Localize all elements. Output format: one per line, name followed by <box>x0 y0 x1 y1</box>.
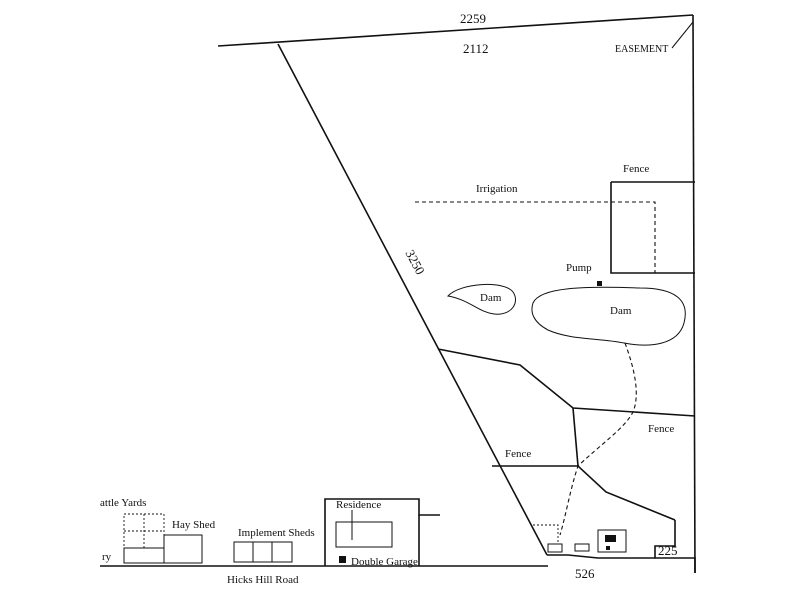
fenced-paddock <box>610 182 695 274</box>
dam-large <box>531 286 686 346</box>
lot-house-marker <box>606 546 610 550</box>
residence-enclosure <box>324 498 440 566</box>
fence-label-top: Fence <box>623 163 649 175</box>
dam-small <box>447 283 517 315</box>
lot-shed-small <box>547 543 563 553</box>
implement-shed-3 <box>271 541 293 563</box>
residence-building <box>335 521 393 548</box>
lot-shed-rect <box>574 543 590 552</box>
boundary-bottom-right <box>655 557 696 573</box>
road-label: Hicks Hill Road <box>227 574 299 586</box>
implement-shed-2 <box>252 541 273 563</box>
double-garage-marker <box>339 556 346 563</box>
cattle-yards-label: attle Yards <box>100 497 146 509</box>
diagonal-dimension: 3250 <box>403 247 428 277</box>
dairy-building <box>123 547 165 564</box>
dam-small-label: Dam <box>480 292 502 304</box>
boundary-right-line <box>692 14 696 574</box>
top-inner-dimension: 2112 <box>463 41 489 56</box>
fence-paddock-upper <box>437 348 696 417</box>
irrigation-label: Irrigation <box>476 183 518 195</box>
residence-label: Residence <box>336 499 381 511</box>
boundary-diagonal-line <box>277 43 548 556</box>
fence-label-right: Fence <box>648 423 674 435</box>
bottom-dimension: 526 <box>575 566 595 581</box>
fence-paddock-mid <box>492 465 676 521</box>
boundary-top-line <box>217 14 694 47</box>
pump-label: Pump <box>566 262 592 274</box>
lot-house <box>597 529 627 553</box>
implement-sheds-label: Implement Sheds <box>238 527 315 539</box>
bottom-right-dimension: 225 <box>658 543 678 558</box>
implement-shed-1 <box>233 541 254 563</box>
hay-shed-label: Hay Shed <box>172 519 216 531</box>
double-garage-label: Double Garage <box>351 556 418 568</box>
top-dimension: 2259 <box>460 11 486 26</box>
irrigation-line <box>415 201 656 273</box>
easement-label: EASEMENT <box>615 44 668 55</box>
fence-label-mid: Fence <box>505 448 531 460</box>
track-dotted <box>559 342 637 536</box>
hay-shed <box>163 534 203 564</box>
fence-paddock-vertical <box>572 407 579 467</box>
pump-marker <box>597 281 602 286</box>
dam-large-label: Dam <box>610 305 632 317</box>
dairy-label: ry <box>102 551 112 563</box>
easement-leader-line <box>671 21 694 49</box>
lot-structure-dotted <box>533 524 559 543</box>
lot-house-fill <box>605 535 616 542</box>
